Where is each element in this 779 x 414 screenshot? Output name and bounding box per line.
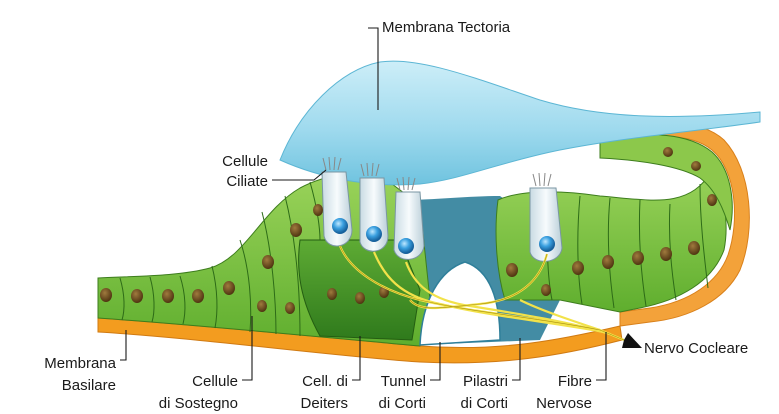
- leader-membrana-basilare: [120, 330, 126, 360]
- label-cell-di-deiters-line2: Deiters: [300, 395, 348, 412]
- label-tunnel-di-corti-line2: di Corti: [378, 395, 426, 412]
- label-cellule-di-sostegno-line2: di Sostegno: [159, 395, 238, 412]
- label-cell-di-deiters-line1: Cell. di: [302, 373, 348, 390]
- label-pilastri-di-corti-line1: Pilastri: [463, 373, 508, 390]
- label-nervo-cocleare: Nervo Cocleare: [644, 340, 748, 357]
- label-membrana-basilare-line1: Membrana: [44, 355, 116, 372]
- label-fibre-nervose-line2: Nervose: [536, 395, 592, 412]
- label-fibre-nervose-line1: Fibre: [558, 373, 592, 390]
- label-membrana-basilare-line2: Basilare: [62, 377, 116, 394]
- inner-hair-cell-1: [322, 172, 352, 246]
- label-pilastri-di-corti-line2: di Corti: [460, 395, 508, 412]
- label-membrana-tectoria: Membrana Tectoria: [382, 19, 511, 36]
- label-cellule-ciliate-line2: Ciliate: [226, 173, 268, 190]
- label-cellule-di-sostegno-line1: Cellule: [192, 373, 238, 390]
- label-cellule-ciliate-line1: Cellule: [222, 153, 268, 170]
- nervo-cocleare-arrow: [622, 333, 642, 348]
- label-tunnel-di-corti-line1: Tunnel: [381, 373, 426, 390]
